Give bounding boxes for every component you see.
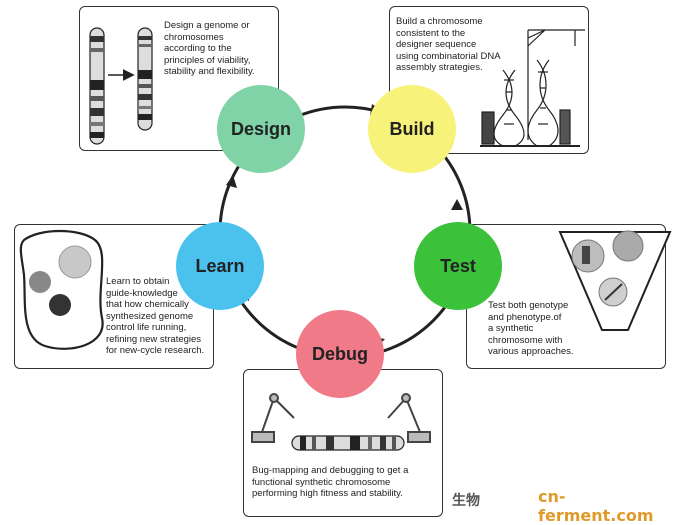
design-node: Design: [217, 85, 305, 173]
debug-description: Bug-mapping and debugging to get a funct…: [252, 465, 409, 499]
test-description: Test both genotype and phenotype.of a sy…: [488, 300, 574, 357]
design-node-label: Design: [230, 118, 291, 139]
test-funnel-icon: [558, 230, 672, 331]
dna-construction-icon: [480, 29, 585, 147]
debug-chromosome-icon: [291, 435, 405, 451]
arrowhead-learn-design: [226, 175, 237, 188]
arrowhead-build-test: [451, 199, 463, 210]
robotic-arm-left-icon: [251, 393, 295, 443]
test-node: Test: [414, 222, 502, 310]
learn-description: Learn to obtain guide-knowledge that how…: [106, 276, 205, 356]
build-node-label: Build: [389, 118, 435, 139]
watermark-site: cn-ferment.com: [538, 487, 654, 525]
learn-node-label: Learn: [195, 255, 245, 276]
learn-node: Learn: [176, 222, 264, 310]
debug-node: Debug: [296, 310, 384, 398]
build-description: Build a chromosome consistent to the des…: [396, 16, 501, 73]
watermark-chinese: 生物: [452, 493, 480, 509]
test-node-label: Test: [440, 255, 476, 276]
microbe-cell-icon: [19, 230, 104, 350]
design-description: Design a genome or chromosomes according…: [164, 20, 255, 77]
chromosome-icon-left: [89, 27, 105, 145]
robotic-arm-right-icon: [387, 393, 431, 443]
debug-node-label: Debug: [312, 343, 368, 364]
build-node: Build: [368, 85, 456, 173]
chromosome-icon-right: [137, 27, 153, 131]
